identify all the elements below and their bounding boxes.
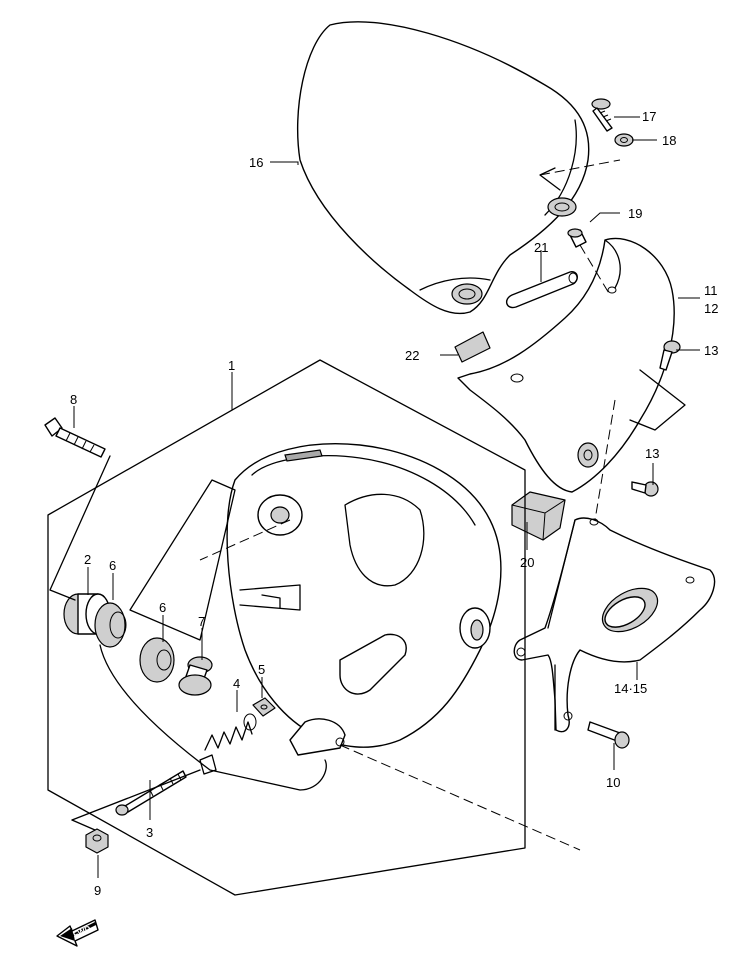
callout-11: 11 bbox=[704, 283, 718, 298]
callout-5: 5 bbox=[258, 662, 265, 677]
callout-12: 12 bbox=[704, 301, 718, 316]
bracket-part-14-15 bbox=[513, 517, 716, 733]
plate-part-5 bbox=[252, 697, 276, 717]
adjuster-bracket bbox=[99, 644, 346, 791]
callout-13-lower: 13 bbox=[645, 446, 659, 461]
callout-6-right: 6 bbox=[159, 600, 166, 615]
callout-1: 1 bbox=[228, 358, 235, 373]
rubber-part-6-left bbox=[94, 602, 127, 648]
spacer-part-7 bbox=[178, 656, 213, 696]
bolt-part-3 bbox=[115, 770, 187, 816]
callout-14-15: 14·15 bbox=[614, 681, 647, 696]
callout-19: 19 bbox=[628, 206, 642, 221]
callout-7: 7 bbox=[198, 614, 205, 629]
fwd-arrow-icon bbox=[56, 919, 99, 947]
callout-17: 17 bbox=[642, 109, 656, 124]
callout-3: 3 bbox=[146, 825, 153, 840]
callout-18: 18 bbox=[662, 133, 676, 148]
block-part-20 bbox=[511, 491, 566, 541]
leader-lines bbox=[73, 116, 700, 878]
rubber-part-6-right bbox=[139, 637, 175, 683]
screw-part-10 bbox=[587, 721, 630, 749]
washer-part-18 bbox=[614, 133, 634, 147]
screw-part-17 bbox=[591, 98, 613, 132]
housing-outline-part-1 bbox=[47, 359, 526, 896]
strip-part-21 bbox=[505, 271, 578, 309]
callout-20: 20 bbox=[520, 555, 534, 570]
screw-part-13-lower bbox=[631, 481, 659, 497]
callout-13-upper: 13 bbox=[704, 343, 718, 358]
callout-6-left: 6 bbox=[109, 558, 116, 573]
callout-22: 22 bbox=[405, 348, 419, 363]
callout-2: 2 bbox=[84, 552, 91, 567]
callout-9: 9 bbox=[94, 883, 101, 898]
callout-21: 21 bbox=[534, 240, 548, 255]
visor-part-16 bbox=[297, 21, 590, 315]
collar-part-19 bbox=[567, 228, 587, 248]
screw-part-13-upper bbox=[659, 340, 681, 371]
callout-10: 10 bbox=[606, 775, 620, 790]
bolt-part-8 bbox=[44, 417, 106, 458]
assembly-lines bbox=[49, 159, 621, 851]
nut-part-9 bbox=[85, 828, 109, 854]
spring-part-4 bbox=[204, 713, 257, 751]
callout-16: 16 bbox=[249, 155, 263, 170]
callout-labels: 16 17 18 19 21 11 12 13 22 13 20 14·15 1… bbox=[70, 109, 718, 940]
callout-8: 8 bbox=[70, 392, 77, 407]
headlamp-rim bbox=[226, 443, 502, 748]
cover-part-11-12 bbox=[457, 237, 686, 493]
label-part-22 bbox=[454, 331, 491, 363]
callout-4: 4 bbox=[233, 676, 240, 691]
